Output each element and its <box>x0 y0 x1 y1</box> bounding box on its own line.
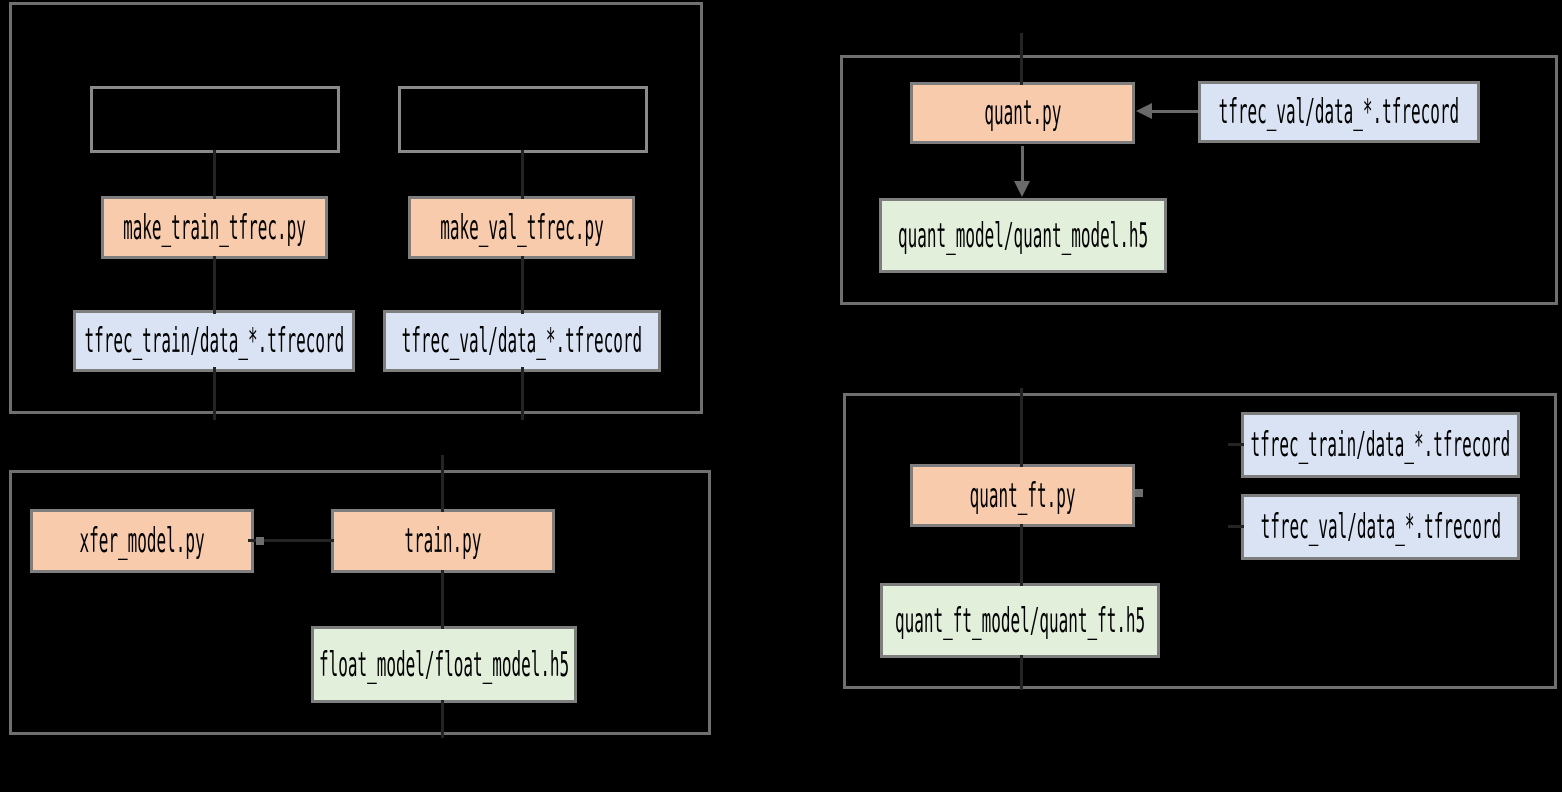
node-quant-model-file: quant_model/quant_model.h5 <box>879 198 1167 273</box>
node-label: tfrec_val/data_*.tfrecord <box>1260 507 1501 547</box>
node-label: tfrec_train/data_*.tfrecord <box>84 321 344 361</box>
arrowhead-down-icon <box>1014 181 1030 197</box>
node-label: float_model/float_model.h5 <box>318 644 570 685</box>
connector <box>521 256 524 314</box>
node-ft-tfrec-val-file: tfrec_val/data_*.tfrecord <box>1241 494 1520 560</box>
connector <box>521 367 524 420</box>
arrowhead-left-icon <box>1136 103 1152 119</box>
connector <box>441 570 444 629</box>
group-finetune <box>843 393 1557 689</box>
node-label: xfer_model.py <box>79 521 205 561</box>
connector <box>213 150 216 199</box>
node-label: quant_model/quant_model.h5 <box>897 215 1149 256</box>
node-label: make_val_tfrec.py <box>439 207 604 248</box>
node-raw-train-data <box>90 86 340 153</box>
node-quant-ft-script: quant_ft.py <box>910 464 1135 527</box>
node-make-val-tfrec-script: make_val_tfrec.py <box>408 196 635 259</box>
node-raw-val-data <box>398 86 648 153</box>
node-label: tfrec_val/data_*.tfrecord <box>1218 92 1460 132</box>
node-ft-tfrec-train-file: tfrec_train/data_*.tfrecord <box>1241 412 1520 478</box>
connector <box>213 256 216 314</box>
node-label: tfrec_train/data_*.tfrecord <box>1250 425 1511 465</box>
node-quant-script: quant.py <box>910 82 1135 144</box>
group-dataset-creation <box>9 2 703 414</box>
connector <box>441 700 444 738</box>
arrow-stub <box>1135 489 1143 497</box>
connector <box>1020 388 1023 467</box>
group-quantization <box>840 55 1558 305</box>
node-tfrec-train-file: tfrec_train/data_*.tfrecord <box>73 310 355 372</box>
node-quant-ft-model-file: quant_ft_model/quant_ft.h5 <box>880 583 1160 658</box>
node-quant-tfrec-val-file: tfrec_val/data_*.tfrecord <box>1198 81 1480 143</box>
group-training <box>9 470 711 735</box>
node-xfer-model-script: xfer_model.py <box>30 509 254 573</box>
node-label: make_train_tfrec.py <box>123 207 306 248</box>
arrow-quant-to-model-line <box>1021 146 1024 188</box>
arrow-stub <box>256 537 264 545</box>
node-label: quant.py <box>984 93 1061 133</box>
node-label: tfrec_val/data_*.tfrecord <box>401 321 643 361</box>
node-label: train.py <box>404 521 482 561</box>
connector <box>1228 443 1244 446</box>
node-label: quant_ft.py <box>969 475 1076 516</box>
node-make-train-tfrec-script: make_train_tfrec.py <box>101 196 328 259</box>
connector <box>521 150 524 199</box>
connector <box>441 455 444 512</box>
node-label: quant_ft_model/quant_ft.h5 <box>894 600 1146 641</box>
connector <box>1020 655 1023 690</box>
connector <box>1020 524 1023 586</box>
node-train-script: train.py <box>331 509 555 573</box>
node-tfrec-val-file: tfrec_val/data_*.tfrecord <box>383 310 661 372</box>
connector <box>1020 33 1023 85</box>
connector <box>248 539 334 542</box>
connector <box>213 367 216 420</box>
arrow-tfrecval-to-quant-line <box>1152 110 1198 113</box>
node-float-model-file: float_model/float_model.h5 <box>311 626 577 703</box>
connector <box>1228 525 1244 528</box>
